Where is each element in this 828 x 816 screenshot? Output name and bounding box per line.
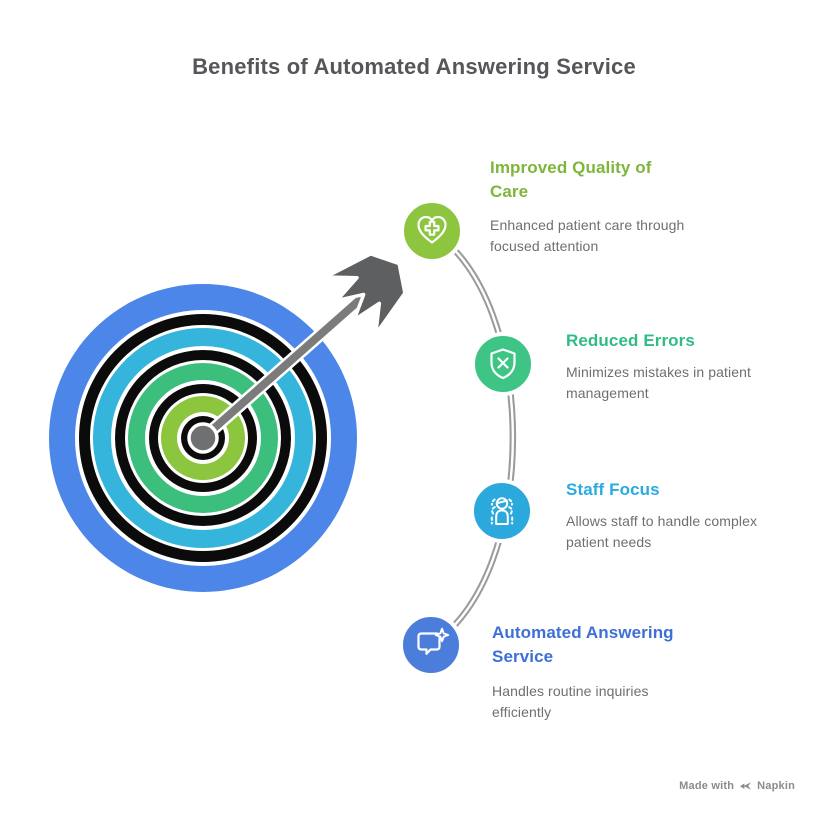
node-title-staff-focus: Staff Focus [566,480,660,499]
node-circle-reduced-errors[interactable] [471,332,535,396]
napkin-logo-icon [740,782,752,790]
heart-plus-icon [417,215,447,244]
page-title: Benefits of Automated Answering Service [192,54,636,79]
watermark-prefix: Made with [679,780,735,792]
watermark-brand: Napkin [757,780,795,792]
node-desc-automated-answering: Handles routine inquiries efficiently [492,683,649,720]
node-circle-improved-quality[interactable] [400,199,464,263]
node-desc-reduced-errors: Minimizes mistakes in patient management [566,364,751,401]
node-circle-staff-focus[interactable] [470,479,534,543]
staff-group-icon [490,497,514,525]
node-title-automated-answering: Automated Answering Service [492,623,674,666]
arrow-icon [187,252,407,454]
connector-arc [428,226,519,650]
node-desc-improved-quality: Enhanced patient care through focused at… [490,217,685,254]
node-desc-staff-focus: Allows staff to handle complex patient n… [566,513,758,550]
node-circle-automated-answering[interactable] [399,613,463,677]
chat-sparkle-icon [417,627,450,655]
made-with-napkin-watermark[interactable]: Made with Napkin [679,780,795,792]
shield-x-icon [490,348,516,380]
node-title-improved-quality: Improved Quality of Care [490,158,652,201]
arrow-tip-dot [187,422,219,454]
node-title-reduced-errors: Reduced Errors [566,331,695,350]
arrow-fletching [324,252,407,337]
